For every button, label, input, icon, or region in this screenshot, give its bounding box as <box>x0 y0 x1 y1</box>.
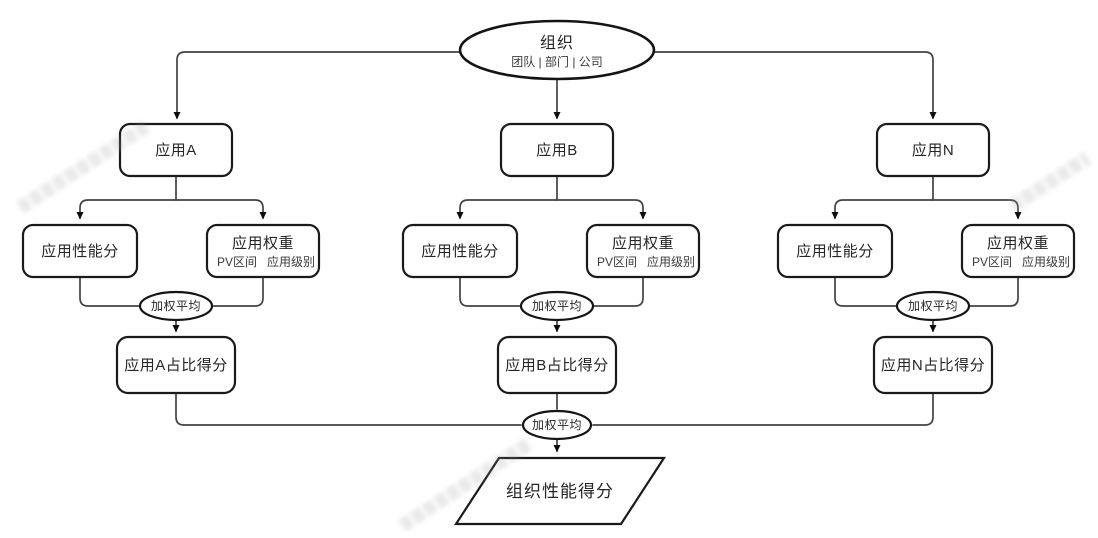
weight-b-sub-right: 应用级别 <box>647 254 695 269</box>
weight-a-sub-right: 应用级别 <box>267 254 315 269</box>
weight-b-title: 应用权重 <box>612 234 674 252</box>
app-b-box <box>499 122 615 178</box>
perf-b-box <box>401 223 519 279</box>
weight-n-title: 应用权重 <box>987 234 1049 252</box>
connector-perfA-to-merge <box>79 276 141 307</box>
app-a-box <box>118 122 234 178</box>
node-merge-n: 加权平均 <box>895 290 971 322</box>
result-label: 组织性能得分 <box>506 482 614 501</box>
score-b-label: 应用B占比得分 <box>505 356 609 374</box>
perf-n-label: 应用性能分 <box>796 242 874 260</box>
node-perf-n: 应用性能分 <box>776 223 894 279</box>
node-weight-n: 应用权重 PV区间 应用级别 <box>960 223 1076 279</box>
weight-n-sub-right: 应用级别 <box>1022 254 1070 269</box>
score-n-box <box>872 335 994 395</box>
weight-a-sub-left: PV区间 <box>217 255 257 269</box>
weight-n-box <box>960 223 1076 279</box>
node-score-a: 应用A占比得分 <box>115 335 237 395</box>
organization-ellipse <box>458 19 656 81</box>
connector-perfN-to-merge <box>834 276 898 307</box>
weight-a-box <box>205 223 321 279</box>
perf-a-box <box>21 223 139 279</box>
node-result: 组织性能得分 <box>453 456 667 526</box>
connector-scoreA-to-final <box>175 392 522 426</box>
score-b-box <box>496 335 618 395</box>
perf-b-label: 应用性能分 <box>421 242 499 260</box>
merge-a-ellipse <box>138 290 214 322</box>
node-app-b: 应用B <box>499 122 615 178</box>
score-n-label: 应用N占比得分 <box>881 356 985 374</box>
perf-n-box <box>776 223 894 279</box>
connector-weightB-to-merge <box>592 276 644 307</box>
connector-appB-to-weight <box>556 199 647 220</box>
node-perf-b: 应用性能分 <box>401 223 519 279</box>
app-n-label: 应用N <box>912 141 954 159</box>
node-perf-a: 应用性能分 <box>21 223 139 279</box>
app-n-box <box>875 122 991 178</box>
final-merge-ellipse <box>521 409 593 441</box>
organization-title: 组织 <box>540 34 574 52</box>
connector-appA-to-weight <box>175 199 267 220</box>
node-app-a: 应用A <box>118 122 234 178</box>
node-score-n: 应用N占比得分 <box>872 335 994 395</box>
connectors <box>76 51 1022 453</box>
organization-subtitle: 团队 | 部门 | 公司 <box>511 54 603 69</box>
node-weight-b: 应用权重 PV区间 应用级别 <box>585 223 701 279</box>
node-merge-a: 加权平均 <box>138 290 214 322</box>
merge-n-label: 加权平均 <box>908 299 958 313</box>
connector-scoreN-to-final <box>592 392 934 426</box>
result-parallelogram <box>453 456 667 526</box>
connector-weightN-to-merge <box>968 276 1019 307</box>
node-merge-b: 加权平均 <box>519 290 595 322</box>
weight-n-sub-left: PV区间 <box>972 255 1012 269</box>
app-a-label: 应用A <box>155 141 197 159</box>
connector-appB-to-perf <box>456 199 558 220</box>
connector-weightA-to-merge <box>211 276 264 307</box>
connector-appN-to-perf <box>831 199 934 220</box>
score-a-label: 应用A占比得分 <box>124 356 228 374</box>
node-app-n: 应用N <box>875 122 991 178</box>
app-b-label: 应用B <box>536 141 578 159</box>
connector-perfB-to-merge <box>459 276 522 307</box>
final-merge-label: 加权平均 <box>532 418 582 432</box>
connector-org-to-appN <box>653 51 937 120</box>
merge-n-ellipse <box>895 290 971 322</box>
weight-a-title: 应用权重 <box>232 234 294 252</box>
connector-org-to-appA <box>173 51 461 120</box>
merge-a-label: 加权平均 <box>151 299 201 313</box>
connector-appA-to-perf <box>76 199 177 220</box>
node-score-b: 应用B占比得分 <box>496 335 618 395</box>
score-a-box <box>115 335 237 395</box>
node-weight-a: 应用权重 PV区间 应用级别 <box>205 223 321 279</box>
merge-b-ellipse <box>519 290 595 322</box>
node-final-merge: 加权平均 <box>521 409 593 441</box>
weight-b-box <box>585 223 701 279</box>
weight-b-sub-left: PV区间 <box>597 255 637 269</box>
node-organization: 组织 团队 | 部门 | 公司 <box>458 19 656 81</box>
perf-a-label: 应用性能分 <box>41 242 119 260</box>
merge-b-label: 加权平均 <box>532 299 582 313</box>
connector-appN-to-weight <box>932 199 1022 220</box>
